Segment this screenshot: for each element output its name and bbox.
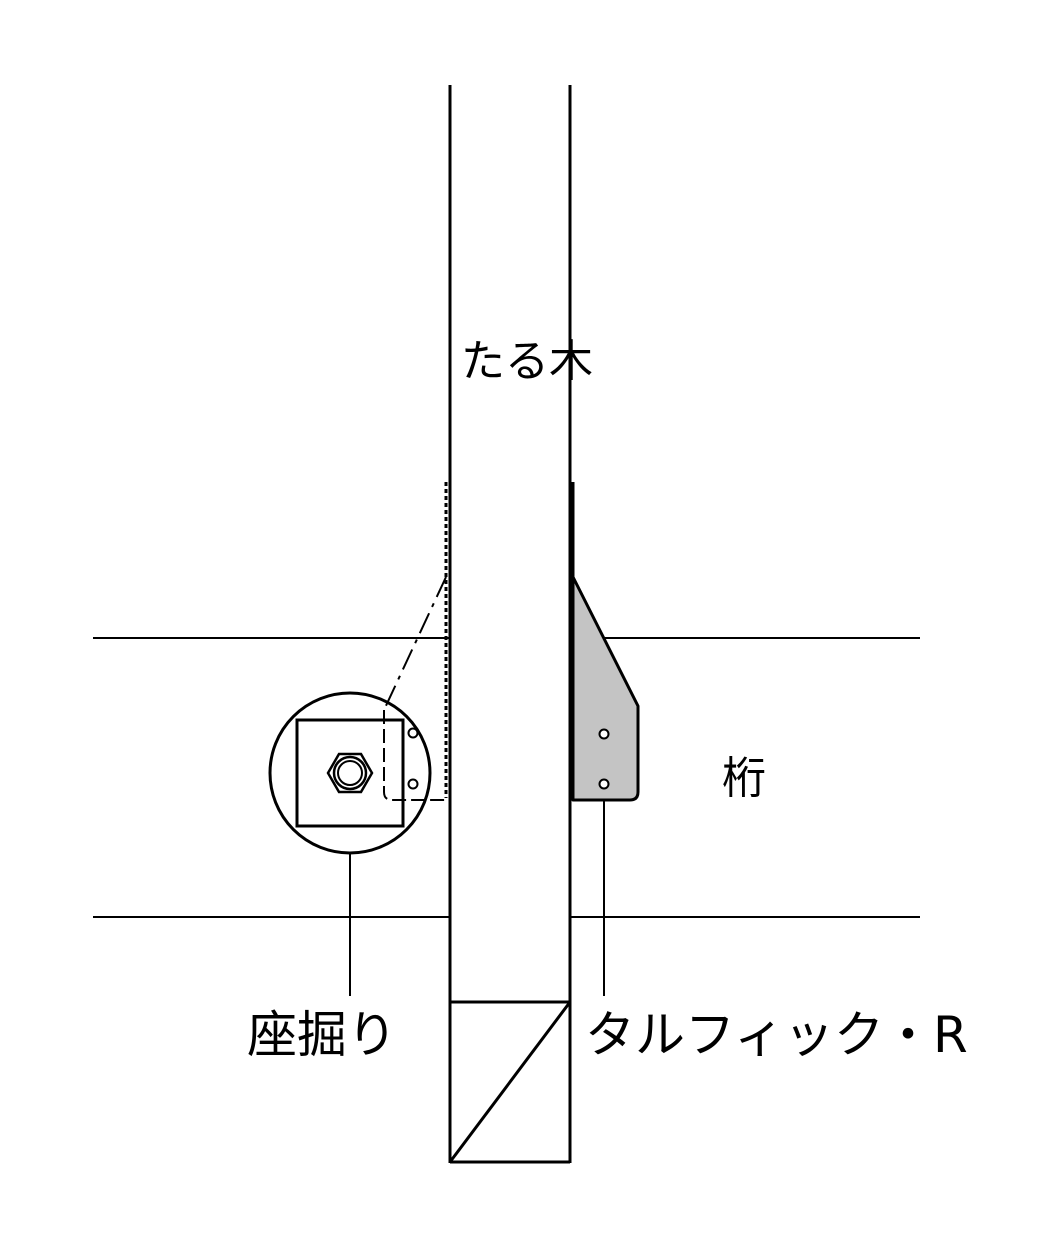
- beam: [93, 637, 920, 918]
- washer-outer: [332, 755, 368, 791]
- beam-label: 桁: [722, 753, 766, 804]
- hidden-bracket-hole-lower: [407, 778, 419, 790]
- tarufic-r-bracket: [571, 482, 640, 802]
- washer-inner: [337, 760, 363, 786]
- detail-circle: [268, 691, 432, 855]
- bracket-body: [571, 575, 640, 802]
- hidden-bracket-slope: [383, 576, 447, 711]
- bracket-hole-lower: [598, 778, 610, 790]
- hidden-bracket-outline: [383, 710, 446, 801]
- bracket-label: タルフィック・R: [585, 1006, 968, 1064]
- leader-lines: [349, 800, 605, 996]
- rafter-end-section: [448, 1000, 572, 1164]
- counterbore-label: 座掘り: [247, 1006, 397, 1064]
- counterbore-detail: [268, 691, 432, 855]
- rafter: [448, 85, 572, 1163]
- rafter-label: たる木: [461, 336, 593, 387]
- bracket-hole-upper: [598, 728, 610, 740]
- nut-hexagon: [326, 752, 374, 794]
- hidden-bracket: [383, 482, 448, 801]
- hidden-bracket-hole-upper: [407, 727, 419, 739]
- rafter-end-diagonal: [448, 1001, 572, 1163]
- counterbore-square: [295, 718, 405, 828]
